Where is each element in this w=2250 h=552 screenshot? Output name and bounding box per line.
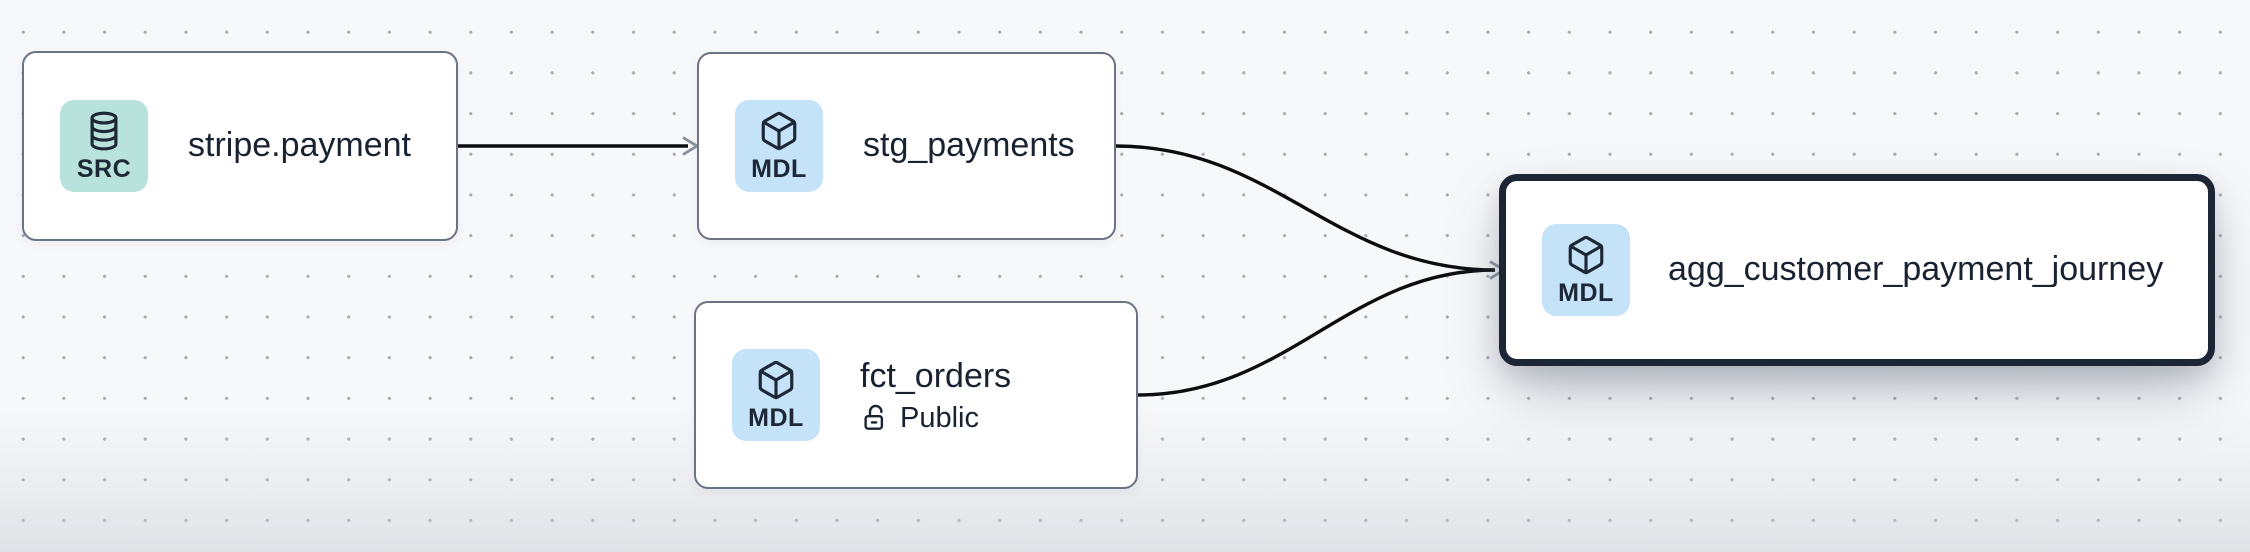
node-agg-customer-payment-journey[interactable]: MDL agg_customer_payment_journey xyxy=(1499,174,2215,366)
source-type-badge: SRC xyxy=(60,100,148,192)
node-title: fct_orders xyxy=(860,356,1012,395)
cube-icon xyxy=(1568,235,1604,275)
node-title: stg_payments xyxy=(863,126,1075,165)
model-type-badge: MDL xyxy=(1542,224,1630,316)
badge-label: MDL xyxy=(748,404,804,432)
edge-stg-to-agg xyxy=(1115,144,1496,272)
node-stg-payments[interactable]: MDL stg_payments xyxy=(697,52,1116,240)
node-title: agg_customer_payment_journey xyxy=(1668,250,2164,289)
edge-fct-to-agg xyxy=(1137,268,1496,397)
badge-label: MDL xyxy=(751,155,807,183)
badge-label: MDL xyxy=(1558,279,1614,307)
database-icon xyxy=(90,111,118,151)
badge-label: SRC xyxy=(76,155,132,183)
node-stripe-payment[interactable]: SRC stripe.payment xyxy=(22,51,458,241)
cube-icon xyxy=(761,111,797,151)
model-type-badge: MDL xyxy=(732,349,820,441)
lock-open-icon xyxy=(864,404,884,430)
cube-icon xyxy=(758,360,794,400)
access-row: Public xyxy=(860,403,1011,433)
model-type-badge: MDL xyxy=(735,100,823,192)
node-title: stripe.payment xyxy=(188,126,411,165)
access-label: Public xyxy=(900,401,979,434)
node-fct-orders[interactable]: MDL fct_orders Public xyxy=(694,301,1138,489)
